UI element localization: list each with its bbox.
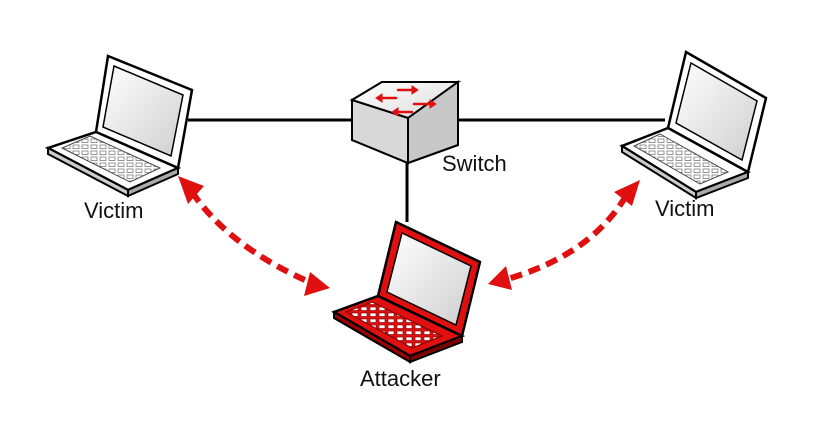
victim-right-laptop-icon	[619, 50, 768, 200]
switch-arrows	[375, 85, 437, 117]
attacker-label: Attacker	[360, 366, 441, 391]
network-switch-icon	[349, 80, 462, 165]
victim-right-label: Victim	[655, 196, 715, 221]
victim-left-laptop-icon	[44, 54, 194, 198]
switch-label: Switch	[442, 151, 507, 176]
attack-arrow-left	[178, 176, 330, 296]
victim-left-label: Victim	[84, 198, 144, 223]
network-links	[188, 118, 665, 222]
attack-arrow-right	[488, 180, 640, 290]
attacker-laptop-icon	[331, 220, 482, 364]
